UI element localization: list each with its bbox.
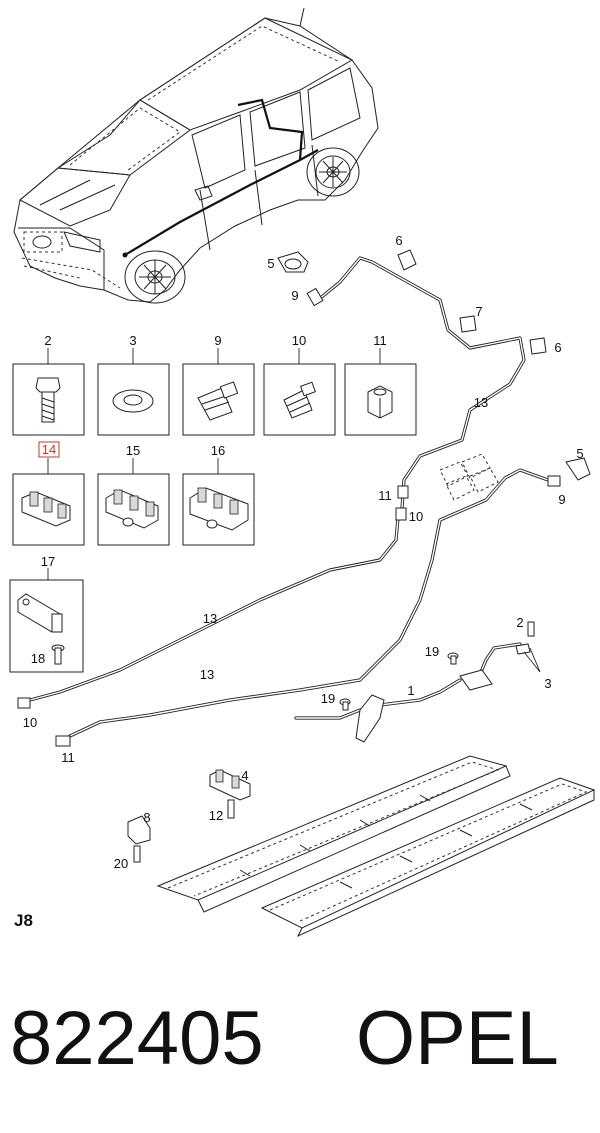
part-box-label: 15: [126, 443, 140, 458]
part-box-label: 9: [214, 333, 221, 348]
handbrake-cable: [294, 621, 541, 743]
sleeve-icon: [17, 697, 31, 709]
callout-labels: 5 6 9 7 6 13 11 10 5 9 13 13 10 11 1 2 3…: [23, 233, 584, 871]
callout-label: 11: [378, 488, 392, 503]
callout-label: 9: [558, 492, 565, 507]
box-inner-label: 18: [31, 651, 45, 666]
callout-label: 10: [409, 509, 423, 524]
grommet-icon: [197, 381, 239, 421]
pipe-clip-icon: [105, 489, 159, 529]
pipe-fittings: [17, 249, 591, 747]
part-box-15[interactable]: 15: [97, 443, 170, 546]
floor-rails: [156, 755, 596, 938]
nut-icon: [55, 735, 71, 747]
callout-label: 10: [23, 715, 37, 730]
screw-icon: [133, 845, 141, 863]
fitting-icon: [547, 475, 561, 487]
bracket-icon: [565, 457, 591, 481]
part-box-17[interactable]: 17 18: [9, 554, 84, 673]
equaliser-icon: [459, 669, 493, 691]
part-box-label: 2: [44, 333, 51, 348]
callout-label: 1: [407, 683, 414, 698]
callout-label: 13: [200, 667, 214, 682]
nut-icon: [397, 485, 409, 499]
callout-label: 2: [516, 615, 523, 630]
callout-label: 3: [544, 676, 551, 691]
callout-label: 6: [554, 340, 561, 355]
part-box-10[interactable]: 10: [263, 333, 336, 436]
callout-label: 4: [241, 768, 248, 783]
callout-label: 20: [114, 856, 128, 871]
sleeve-icon: [283, 381, 316, 419]
pipe-clip-icon: [21, 491, 71, 527]
fitting-icon: [306, 287, 324, 307]
lever-icon: [355, 694, 385, 743]
callout-label: 6: [395, 233, 402, 248]
clip-icon: [127, 815, 151, 845]
callout-label: 19: [425, 644, 439, 659]
part-box-11[interactable]: 11: [344, 333, 417, 436]
part-box-14[interactable]: 14: [12, 441, 85, 546]
screw-icon: [51, 644, 65, 665]
part-box-grid: 2 3 9 10: [9, 333, 417, 673]
part-box-label: 3: [129, 333, 136, 348]
part-box-label: 17: [41, 554, 55, 569]
part-box-2[interactable]: 2: [12, 333, 85, 436]
clip-icon: [459, 315, 477, 333]
callout-label: 11: [61, 750, 75, 765]
washer-icon: [515, 643, 531, 655]
bracket-icon: [17, 593, 63, 633]
bolt-icon: [447, 652, 459, 665]
part-box-label: 10: [292, 333, 306, 348]
highlight-frame: [38, 441, 60, 458]
part-box-16[interactable]: 16: [182, 443, 255, 546]
callout-label: 8: [143, 810, 150, 825]
callout-label: 12: [209, 808, 223, 823]
callout-label: 7: [475, 304, 482, 319]
clip-icon: [529, 337, 547, 355]
callout-label: 19: [321, 691, 335, 706]
brand-name: OPEL: [356, 996, 559, 1081]
sleeve-icon: [395, 507, 407, 521]
part-number: 822405: [10, 996, 264, 1081]
pipe-clip-icon: [439, 453, 499, 501]
part-box-label: 16: [211, 443, 225, 458]
pipe-clip-icon: [189, 487, 249, 531]
vehicle-illustration: [13, 7, 379, 304]
clip-icon: [397, 249, 417, 271]
part-box-9[interactable]: 9: [182, 333, 255, 436]
bolt-icon: [527, 621, 535, 637]
bolt-icon: [339, 698, 351, 711]
callout-label: 13: [474, 395, 488, 410]
callout-label: 13: [203, 611, 217, 626]
section-code: J8: [14, 911, 33, 930]
screw-icon: [227, 799, 235, 819]
clip-assemblies: [127, 769, 251, 863]
callout-label: 9: [291, 288, 298, 303]
part-box-label: 11: [373, 333, 387, 348]
brake-pipes: [28, 256, 550, 738]
callout-label: 5: [576, 446, 583, 461]
part-box-3[interactable]: 3: [97, 333, 170, 436]
callout-label: 5: [267, 256, 274, 271]
part-box-label: 14: [42, 442, 56, 457]
bolt-icon: [35, 377, 61, 393]
nut-icon: [367, 385, 393, 419]
